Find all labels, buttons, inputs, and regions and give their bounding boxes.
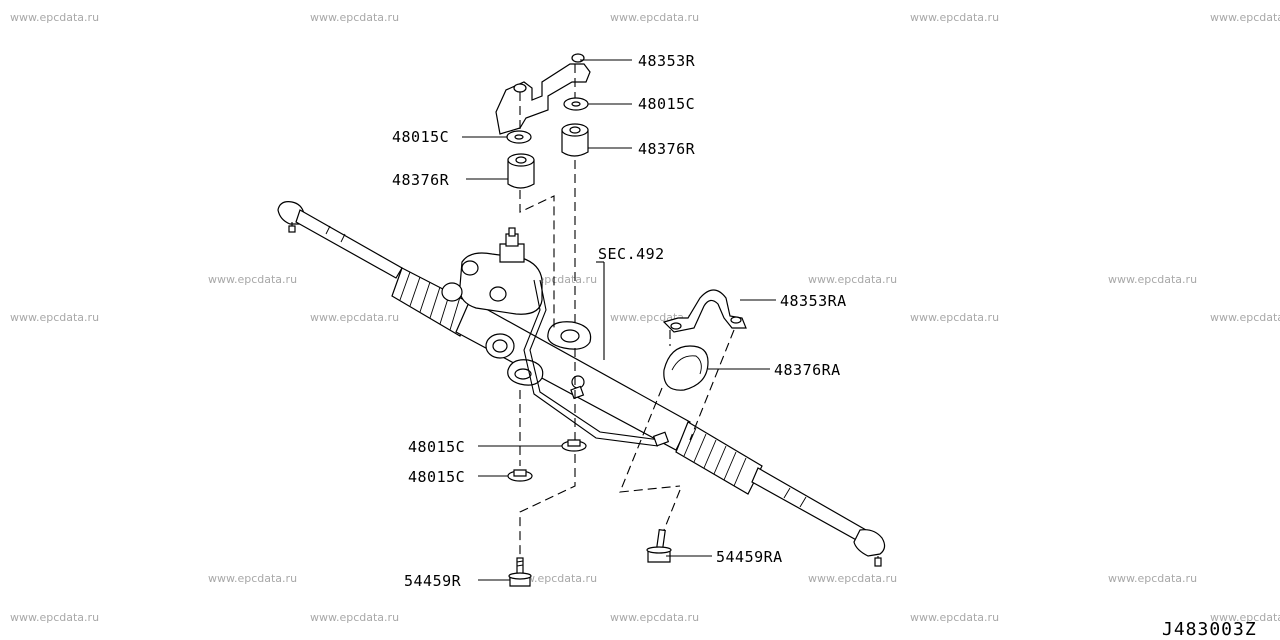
- right-mount-stack: [619, 289, 747, 531]
- watermark: www.epcdata.ru: [208, 572, 297, 585]
- watermark: www.epcdata.ru: [808, 572, 897, 585]
- watermark: www.epcdata.ru: [910, 11, 999, 24]
- bolt-54459R: [508, 557, 532, 587]
- label-48376R-right: 48376R: [638, 140, 696, 158]
- pinion-valve-body: [459, 252, 543, 315]
- bushing-48376R-left: [507, 153, 535, 189]
- bolt-54459RA: [646, 528, 672, 563]
- watermark: www.epcdata.ru: [610, 11, 699, 24]
- label-48015C-top-right: 48015C: [638, 95, 695, 113]
- label-48015C-lower-2: 48015C: [408, 468, 465, 486]
- label-48376RA: 48376RA: [774, 361, 841, 379]
- mount-bracket-48353RA: [662, 289, 747, 333]
- watermark: www.epcdata.ru: [808, 273, 897, 286]
- watermark: www.epcdata.ru: [10, 311, 99, 324]
- watermark: www.epcdata.ru: [610, 611, 699, 624]
- right-boot: [675, 421, 763, 495]
- label-54459RA: 54459RA: [716, 548, 783, 566]
- right-tie-rod: [751, 467, 867, 543]
- watermark: www.epcdata.ru: [10, 611, 99, 624]
- bushing-48376RA: [663, 345, 709, 391]
- label-48376R-left: 48376R: [392, 171, 450, 189]
- input-shaft: [499, 243, 525, 263]
- watermark: www.epcdata.ru: [1210, 11, 1280, 24]
- left-tie-rod: [295, 209, 403, 279]
- label-sec-492: SEC.492: [598, 245, 665, 263]
- watermark: www.epcdata.ru: [10, 11, 99, 24]
- watermark: www.epcdata.ru: [1210, 311, 1280, 324]
- watermark: www.epcdata.ru: [1108, 273, 1197, 286]
- hydraulic-line-upper: [529, 279, 661, 441]
- label-48353R: 48353R: [638, 52, 696, 70]
- label-48353RA: 48353RA: [780, 292, 847, 310]
- mount-bracket-48353R: [495, 63, 591, 135]
- watermark: www.epcdata.ru: [310, 11, 399, 24]
- watermark: www.epcdata.ru: [310, 611, 399, 624]
- bushing-48376R-right: [561, 123, 589, 157]
- watermark: www.epcdata.ru: [310, 311, 399, 324]
- part-labels: 48353R 48015C 48015C 48376R 48376R SEC.4…: [392, 52, 847, 590]
- watermark: www.epcdata.ru: [208, 273, 297, 286]
- leader-lines: [462, 59, 776, 581]
- label-54459R: 54459R: [404, 572, 462, 590]
- left-mount-stack: [495, 53, 591, 560]
- lower-hardware: [507, 439, 672, 587]
- label-48015C-lower-1: 48015C: [408, 438, 465, 456]
- watermark: www.epcdata.ru: [910, 311, 999, 324]
- rack-housing: [455, 299, 691, 451]
- watermark: www.epcdata.ru: [1108, 572, 1197, 585]
- watermark: www.epcdata.ru: [910, 611, 999, 624]
- diagram-code: J483003Z: [1162, 619, 1257, 640]
- label-48015C-top-left: 48015C: [392, 128, 449, 146]
- steering-rack: [277, 201, 886, 567]
- watermark: www.epcdata.ru: [1210, 611, 1280, 624]
- right-tie-rod-end: [853, 529, 886, 557]
